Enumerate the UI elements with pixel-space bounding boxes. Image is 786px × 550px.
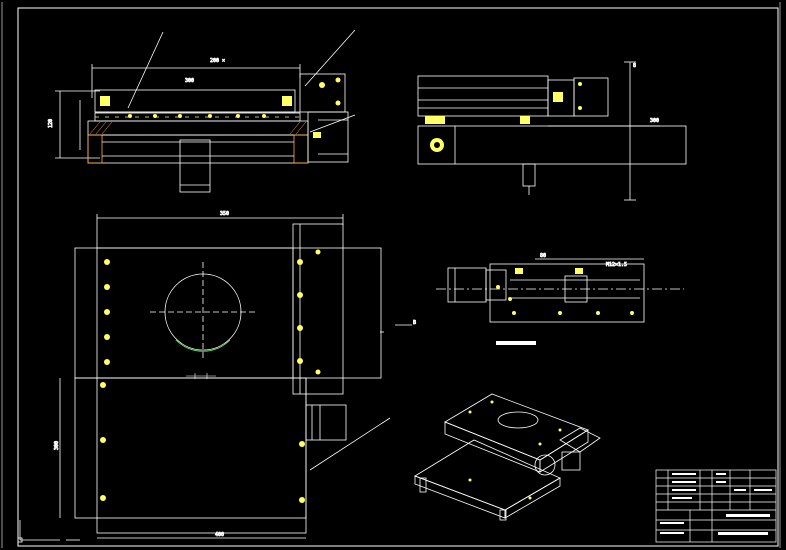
- ucs-axis-icon: [17, 520, 80, 543]
- svg-text:B: B: [413, 320, 416, 326]
- svg-text:400: 400: [215, 532, 224, 538]
- svg-text:8: 8: [633, 63, 636, 69]
- svg-text:120: 120: [48, 119, 54, 128]
- isometric-view: [414, 393, 601, 521]
- svg-text:300: 300: [54, 441, 60, 450]
- front-section-view: 200 × 120 300: [48, 29, 356, 193]
- side-view: 300 8: [417, 61, 687, 201]
- svg-text:300: 300: [185, 78, 194, 84]
- svg-text:M12×1.5: M12×1.5: [606, 262, 627, 268]
- title-block: [655, 469, 777, 543]
- top-view: 350 400 300: [54, 211, 416, 539]
- svg-text:350: 350: [220, 211, 229, 217]
- detail-view: 80 M12×1.5: [436, 253, 684, 345]
- svg-text:300: 300: [650, 118, 659, 124]
- svg-text:80: 80: [540, 253, 546, 259]
- svg-text:200 ×: 200 ×: [210, 58, 225, 64]
